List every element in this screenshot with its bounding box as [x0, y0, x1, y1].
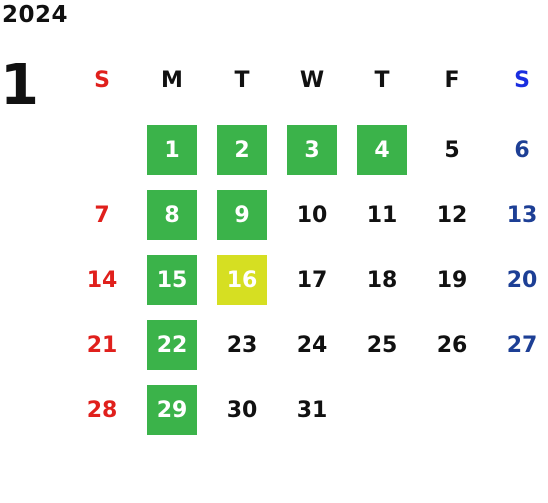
weekday-wednesday: W: [299, 67, 325, 93]
year-label: 2024: [2, 2, 69, 28]
day-cell-23: 23: [226, 332, 258, 358]
weekday-saturday: S: [514, 67, 530, 93]
weekday-sunday: S: [94, 67, 110, 93]
day-cell-1: 1: [147, 125, 197, 175]
weekday-monday: M: [161, 67, 183, 93]
day-cell-4: 4: [357, 125, 407, 175]
day-cell-24: 24: [296, 332, 328, 358]
day-cell-28: 28: [86, 397, 118, 423]
day-cell-9: 9: [217, 190, 267, 240]
day-cell-16: 16: [217, 255, 267, 305]
day-cell-26: 26: [436, 332, 468, 358]
day-cell-3: 3: [287, 125, 337, 175]
day-cell-27: 27: [506, 332, 538, 358]
day-cell-13: 13: [506, 202, 538, 228]
day-cell-29: 29: [147, 385, 197, 435]
day-cell-31: 31: [296, 397, 328, 423]
day-cell-30: 30: [226, 397, 258, 423]
day-cell-18: 18: [366, 267, 398, 293]
day-cell-10: 10: [296, 202, 328, 228]
day-cell-2: 2: [217, 125, 267, 175]
day-cell-8: 8: [147, 190, 197, 240]
day-cell-14: 14: [86, 267, 118, 293]
day-cell-7: 7: [94, 202, 110, 228]
day-cell-12: 12: [436, 202, 468, 228]
day-cell-5: 5: [444, 137, 460, 163]
day-cell-6: 6: [514, 137, 530, 163]
day-cell-19: 19: [436, 267, 468, 293]
day-cell-22: 22: [147, 320, 197, 370]
day-cell-25: 25: [366, 332, 398, 358]
day-cell-17: 17: [296, 267, 328, 293]
weekday-thursday: T: [374, 67, 390, 93]
day-cell-15: 15: [147, 255, 197, 305]
weekday-tuesday: T: [234, 67, 250, 93]
month-number: 1: [0, 53, 39, 118]
weekday-friday: F: [444, 67, 460, 93]
day-cell-20: 20: [506, 267, 538, 293]
day-cell-21: 21: [86, 332, 118, 358]
day-cell-11: 11: [366, 202, 398, 228]
